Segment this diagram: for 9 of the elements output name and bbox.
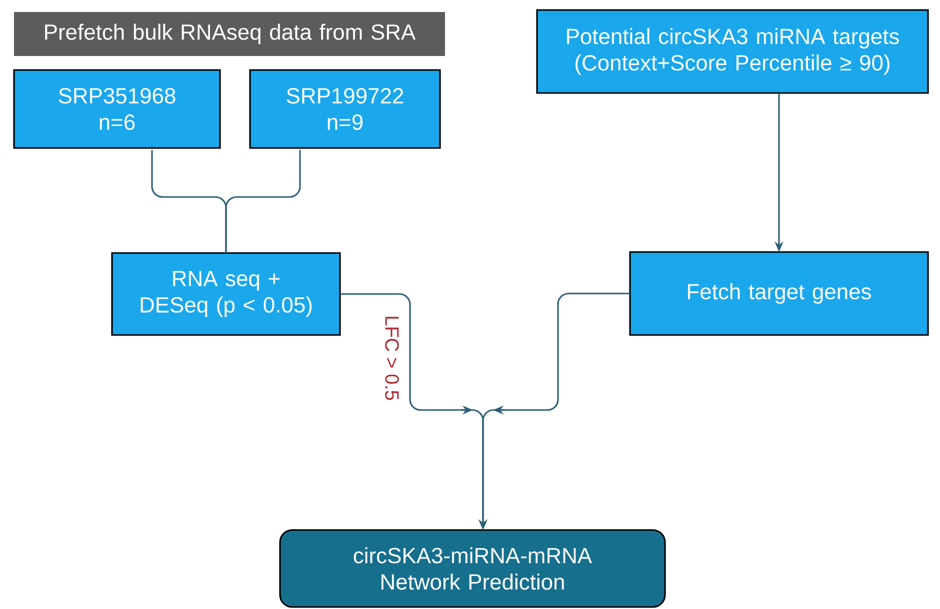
- process-box: SRP199722 n=9: [249, 69, 441, 149]
- bracket-connector: [225, 150, 301, 253]
- process-box: SRP351968 n=6: [13, 69, 221, 149]
- result-box: circSKA3-miRNA-mRNA Network Prediction: [279, 529, 666, 608]
- process-box: Potential circSKA3 miRNA targets (Context+Score Percentile ≥ 90): [536, 9, 929, 94]
- edge-label: LFC > 0.5: [385, 316, 399, 400]
- text-box-header: Prefetch bulk RNAseq data from SRA: [14, 12, 445, 56]
- process-box: Fetch target genes: [629, 251, 929, 336]
- process-box: RNA seq + DESeq (p < 0.05): [111, 252, 341, 336]
